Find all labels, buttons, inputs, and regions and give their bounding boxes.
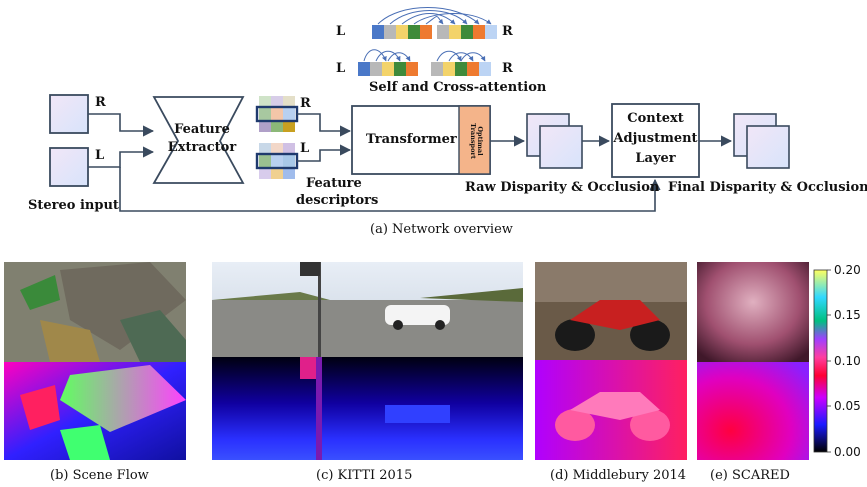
raw-occlusion-map [539,125,583,169]
scared-disparity [697,362,809,460]
middlebury-example [535,262,687,460]
token [449,25,461,39]
token [396,25,408,39]
input-image-left [49,147,89,187]
token [473,25,485,39]
scared-example [697,262,809,460]
raw-disparity-label: Raw Disparity & Occlusion [465,180,660,195]
scene-flow-example [4,262,186,460]
attention-title: Self and Cross-attention [369,80,547,95]
feature-extractor-label-line1: Feature [174,122,230,137]
context-label-line1: Context [627,111,684,126]
token [461,25,473,39]
input-right-label: R [95,95,106,110]
token [394,62,406,76]
network-overview-caption: (a) Network overview [370,222,513,237]
middlebury-caption: (d) Middlebury 2014 [550,468,687,483]
stereo-input-label: Stereo input [28,198,119,213]
feature-extractor-label-line2: Extractor [167,140,237,155]
scared-image [697,262,809,362]
token [406,62,418,76]
scared-caption: (e) SCARED [710,468,790,483]
colorbar-tick-label: 0.05 [834,399,861,413]
attention-top-right-label: R [502,24,513,39]
attention-diagram [358,7,497,76]
scene-flow-caption: (b) Scene Flow [50,468,149,483]
token [382,62,394,76]
input-left-label: L [95,148,105,163]
arrow [88,113,155,137]
attention-bottom-left-label: L [336,61,346,76]
token [408,25,420,39]
context-label-line3: Layer [635,151,676,166]
token [443,62,455,76]
token [420,25,432,39]
token [455,62,467,76]
optimal-transport-block [458,105,491,175]
token [479,62,491,76]
feature-descriptors-label-line2: descriptors [296,193,379,208]
colorbar-tick-label: 0.20 [834,263,861,277]
kitti-caption: (c) KITTI 2015 [316,468,413,483]
skip-arrow [119,167,661,212]
transformer-label: Transformer [366,132,457,147]
token [370,62,382,76]
descriptor-right-label: R [300,96,311,111]
arrow [88,146,155,168]
attention-row-bottom [358,49,491,76]
attention-top-left-label: L [336,24,346,39]
arrow [297,113,352,137]
final-occlusion-map [746,125,790,169]
descriptor-left-label: L [300,141,310,156]
arrow [297,144,352,162]
descriptor-right [255,96,299,132]
token [467,62,479,76]
feature-extractor-block [152,96,245,184]
input-image-right [49,94,89,134]
attention-row-top [372,7,497,39]
token [485,25,497,39]
feature-descriptors-label-line1: Feature [306,176,362,191]
token [384,25,396,39]
colorbar-tick-label: 0.10 [834,354,861,368]
final-disparity-label: Final Disparity & Occlusion [668,180,867,195]
token [431,62,443,76]
colorbar-tick-label: 0.00 [834,445,861,459]
optimal-transport-label-line1: Optimal [476,126,484,156]
optimal-transport-label-line2: Transport [469,123,477,159]
token [372,25,384,39]
colorbar [813,269,828,453]
descriptor-left [255,143,299,179]
feature-descriptors [255,96,299,179]
token [358,62,370,76]
colorbar-tick-label: 0.15 [834,308,861,322]
kitti-example [212,262,523,460]
token [437,25,449,39]
attention-bottom-right-label: R [502,61,513,76]
kitti-disparity [212,357,523,460]
context-label-line2: Adjustment [613,131,698,146]
